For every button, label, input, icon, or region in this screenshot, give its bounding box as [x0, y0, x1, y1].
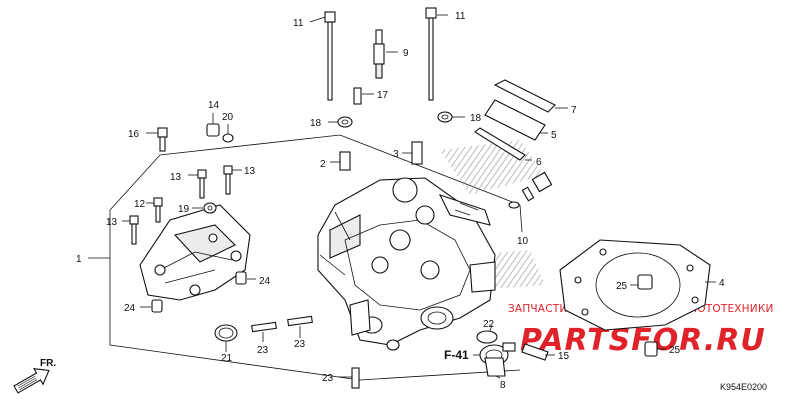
callout-18-left: 18: [310, 118, 322, 129]
stud-bolt-17: [353, 87, 374, 105]
cam-chain-guide: [474, 79, 568, 161]
dowel-pin-3: [402, 141, 423, 165]
dowel-25-b: [644, 341, 666, 357]
washer-19: [192, 202, 217, 214]
callout-11-right: 11: [455, 11, 466, 22]
callout-15: 15: [558, 351, 570, 362]
watermark-brand: PARTSFOR.RU: [520, 323, 766, 358]
callout-20: 20: [222, 112, 234, 123]
water-joint: [476, 324, 555, 379]
stud-23-c: [338, 367, 360, 389]
bolt-13-c: [122, 215, 139, 245]
callout-10: 10: [517, 236, 529, 247]
callout-23-c: 23: [322, 373, 334, 384]
callout-13-c: 13: [106, 217, 118, 228]
washer-left: [328, 116, 353, 128]
callout-4: 4: [719, 278, 725, 289]
bolt-13-b: [223, 165, 242, 195]
callout-11-left: 11: [293, 18, 304, 29]
callout-25-a: 25: [616, 281, 628, 292]
front-direction-label: FR.: [40, 358, 56, 369]
callout-14: 14: [208, 100, 220, 111]
bolt-16: [146, 127, 168, 152]
stud-23-a: [251, 321, 277, 342]
callout-1: 1: [76, 254, 82, 265]
dowel-25-a: [630, 274, 653, 290]
callout-24-b: 24: [124, 303, 136, 314]
dowel-24-a: [235, 271, 256, 285]
cap-14: [206, 113, 220, 137]
front-arrow-icon: [13, 367, 50, 394]
reference-label[interactable]: F-41: [444, 348, 469, 362]
bolt-13-a: [188, 169, 207, 199]
temperature-sensor: [508, 171, 553, 233]
callout-8: 8: [500, 380, 506, 391]
callout-25-b: 25: [669, 345, 681, 356]
washer-right: [437, 111, 465, 123]
stud-23-b: [287, 315, 313, 338]
callout-labels: 11 11 9 17 7 18 18 5 6 3 2 14 20 16 13 1…: [76, 11, 725, 391]
spark-plug: [373, 29, 398, 79]
callout-7: 7: [571, 105, 577, 116]
callout-5: 5: [551, 130, 557, 141]
dowel-pin-2: [330, 151, 351, 171]
callout-22: 22: [483, 319, 495, 330]
bolt-12: [146, 197, 163, 223]
callout-21: 21: [221, 353, 233, 364]
head-bolt-left: [309, 11, 336, 101]
cylinder-head: [317, 140, 545, 351]
callout-13-b: 13: [244, 166, 256, 177]
head-bolt-right: [425, 7, 448, 101]
callout-13-a: 13: [170, 172, 182, 183]
callout-23-b: 23: [294, 339, 306, 350]
callout-18-right: 18: [470, 113, 482, 124]
group-outline-head: [109, 134, 521, 381]
callout-23-a: 23: [257, 345, 269, 356]
o-ring-21: [214, 324, 238, 352]
callout-24-a: 24: [259, 276, 271, 287]
cam-holder: [139, 204, 251, 301]
callout-12: 12: [134, 199, 146, 210]
o-ring-20: [222, 124, 234, 143]
callout-16: 16: [128, 129, 140, 140]
callout-3: 3: [393, 149, 399, 160]
dowel-24-b: [140, 299, 163, 313]
diagram-code: K954E0200: [720, 382, 767, 392]
callout-6: 6: [536, 157, 542, 168]
callout-2: 2: [320, 159, 326, 170]
callout-19: 19: [178, 204, 190, 215]
callout-17: 17: [377, 90, 389, 101]
callout-9: 9: [403, 48, 409, 59]
